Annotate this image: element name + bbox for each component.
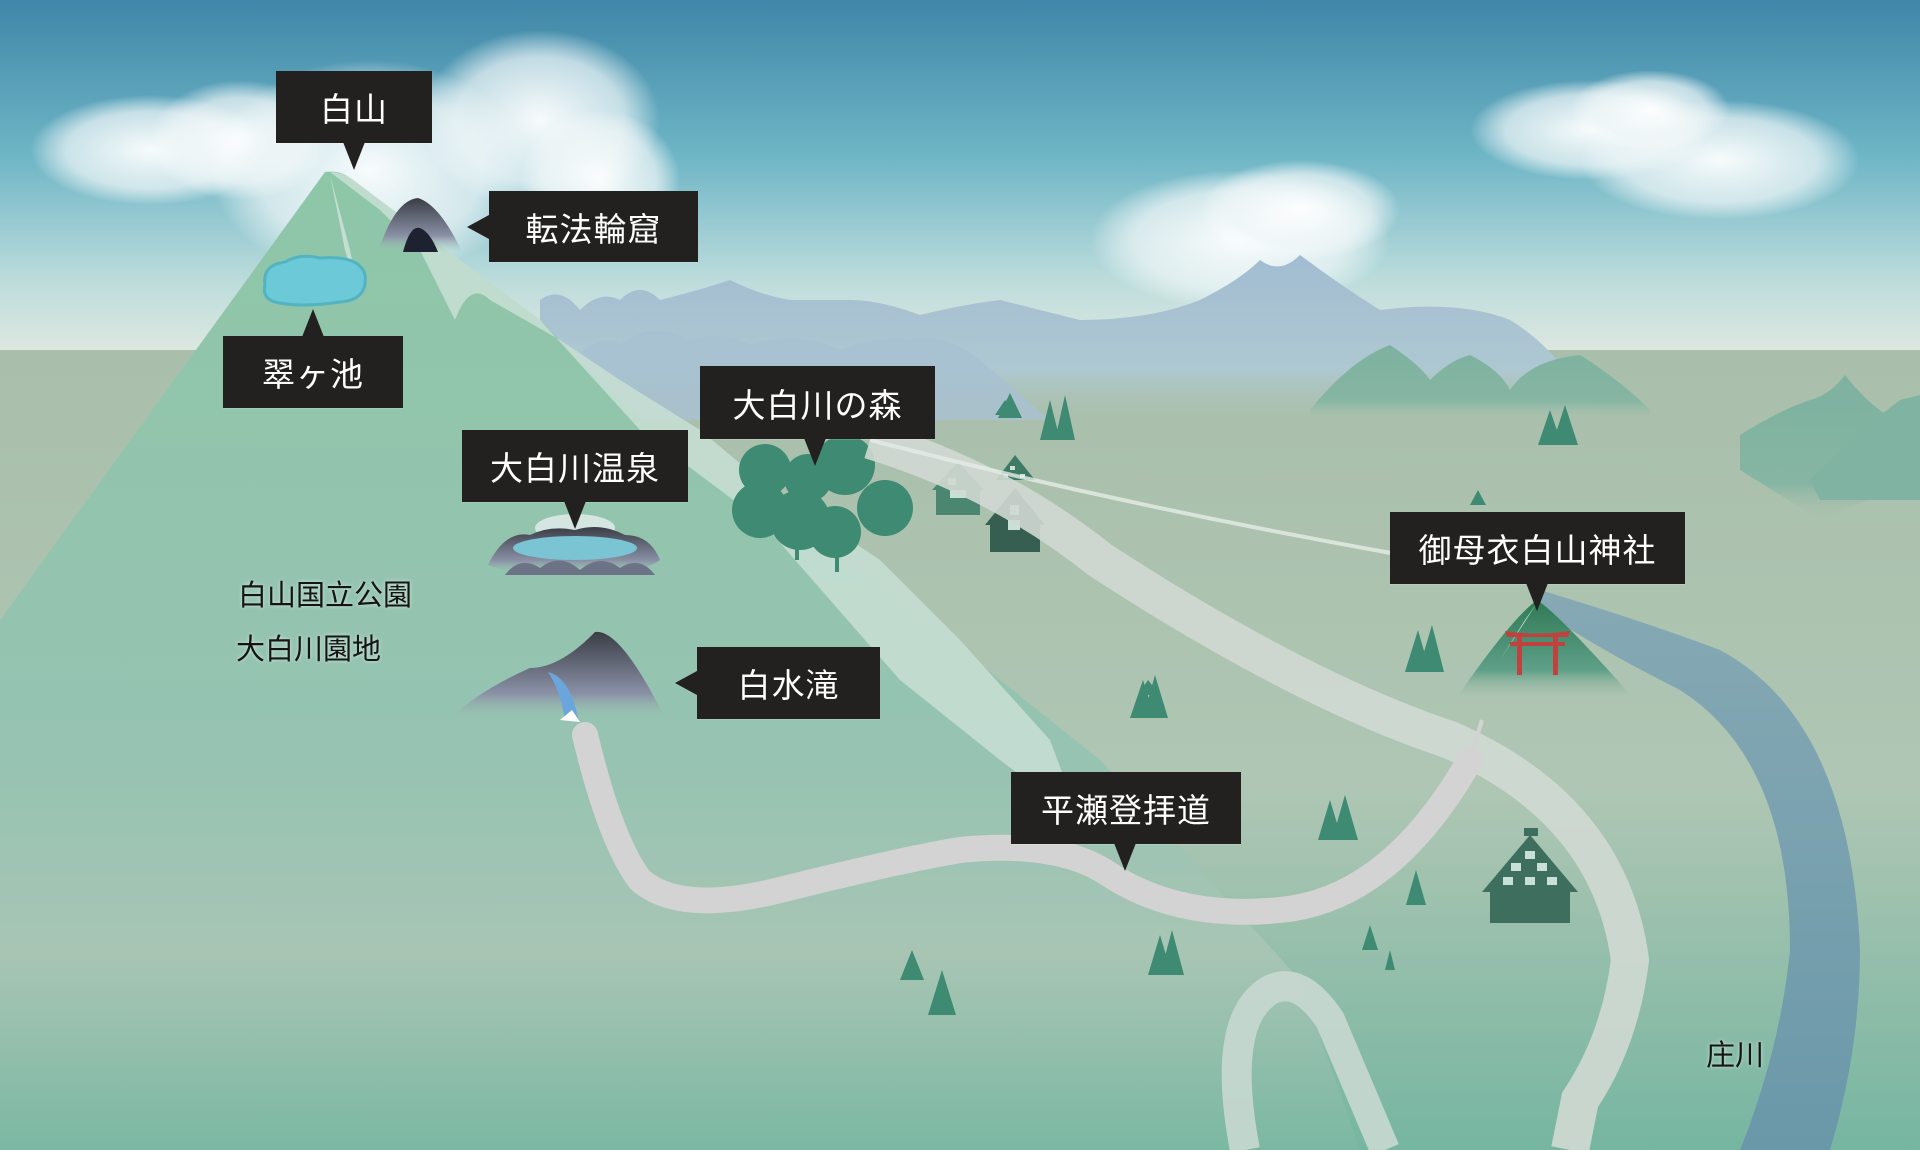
conifer-trees [900,393,1578,1015]
pond-icon [263,254,367,307]
hakusan-mountain [0,171,1360,1150]
shrine-hill [1455,600,1635,700]
label-oshirakawa-onsen[interactable]: 大白川温泉 [462,430,688,502]
label-mihoro-hakusan-jinja[interactable]: 御母衣白山神社 [1390,512,1685,584]
river-name-shokawa: 庄川 [1706,1038,1765,1072]
gassho-house-large [1482,828,1578,923]
area-name-oshirakawa-park: 大白川園地 [236,632,382,666]
shokawa-river [1540,590,1860,1150]
torii-icon [1505,631,1570,675]
label-hakusan[interactable]: 白山 [276,71,432,143]
label-oshirakawa-mori[interactable]: 大白川の森 [700,366,935,439]
loop-road [1221,971,1399,1150]
mid-mountains-right [1310,345,1650,420]
hakusan-snow-slope [330,172,1080,820]
road [864,421,1650,1150]
label-hirase-tohaido[interactable]: 平瀬登拝道 [1011,772,1241,844]
cave-icon [378,198,462,252]
hot-spring-icon [488,514,660,575]
hirase-trail [572,722,1483,925]
label-midorigaike[interactable]: 翠ヶ池 [223,336,403,408]
area-name-national-park: 白山国立公園 [238,578,413,612]
label-tenpourin-kutsu[interactable]: 転法輪窟 [489,191,698,262]
waterfall-icon [448,631,665,722]
label-shiramizu-taki[interactable]: 白水滝 [697,647,880,719]
forest-trees [732,435,913,572]
